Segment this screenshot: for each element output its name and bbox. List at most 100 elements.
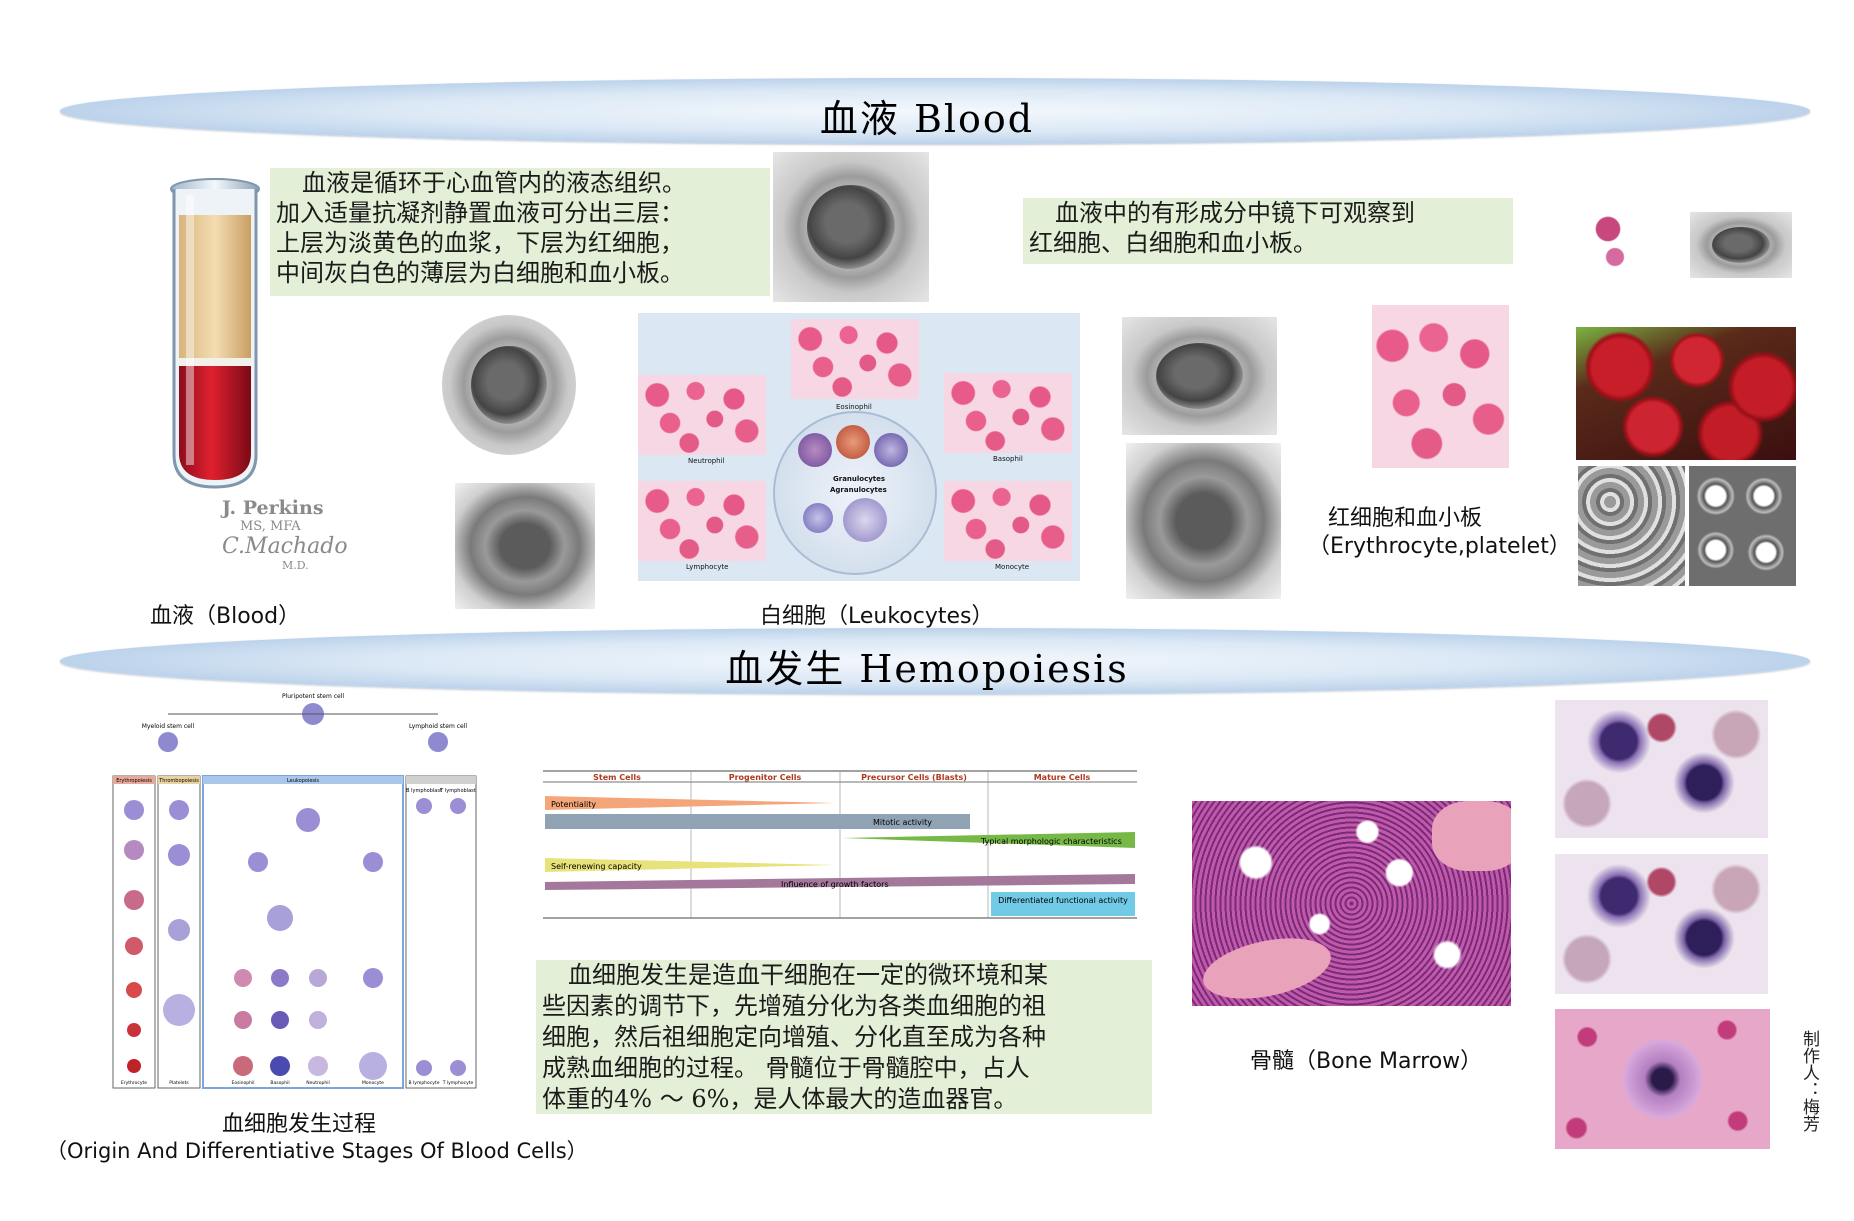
bottom-label: Platelets: [169, 1080, 189, 1086]
cell-blob: [843, 498, 887, 542]
cell-blob: [836, 425, 870, 459]
caption-bone-marrow: 骨髓（Bone Marrow）: [1250, 1049, 1483, 1074]
formed-text-line: 红细胞、白细胞和血小板。: [1029, 229, 1317, 257]
bottom-label: T lymphocyte: [442, 1080, 474, 1086]
bar-potentiality: [545, 796, 835, 810]
bar-label: Differentiated functional activity: [998, 896, 1128, 905]
granulocyte-circle: [773, 411, 937, 575]
caption-erythrocyte-en: （Erythrocyte,platelet）: [1308, 534, 1571, 559]
cell-blob: [874, 433, 908, 467]
bar-label: Potentiality: [551, 800, 596, 809]
bottom-label: B lymphocyte: [409, 1080, 440, 1086]
hematopoiesis-lineage-diagram: Pluripotent stem cell Myeloid stem cell …: [108, 690, 480, 1094]
blood-text-line: 血液是循环于心血管内的液态组织。: [302, 169, 686, 197]
smear-image: [791, 319, 919, 399]
blood-tube-illustration: [160, 175, 270, 495]
bottom-label: Eosinophil: [231, 1080, 254, 1086]
sem-image: [1578, 466, 1685, 586]
em-cell-image: [1122, 317, 1277, 435]
cell-blob: [798, 433, 832, 467]
em-cell-image: [1126, 443, 1281, 599]
marrow-cells-image: [1555, 854, 1768, 994]
banner-blood: [60, 78, 1810, 144]
bar-growth-factors: [545, 874, 1135, 890]
bottom-label: Monocyte: [362, 1080, 384, 1086]
bar-self-renewing: [545, 858, 835, 872]
smear-image: [944, 481, 1072, 561]
em-cell-image: [773, 152, 929, 302]
label-lymphoid: Lymphoid stem cell: [409, 723, 467, 730]
column-label: Erythropoiesis: [116, 778, 152, 784]
bar-label: Typical morphologic characteristics: [980, 837, 1122, 846]
blood-text-line: 中间灰白色的薄层为白细胞和血小板。: [276, 259, 684, 287]
formed-text-line: 血液中的有形成分中镜下可观察到: [1055, 199, 1415, 227]
sem-rbc-image: [1689, 466, 1796, 586]
caption-blood: 血液（Blood）: [150, 604, 301, 629]
signature-degree: MS, MFA: [240, 519, 301, 534]
blood-text-line: 上层为淡黄色的血浆，下层为红细胞，: [276, 229, 684, 257]
marrow-cells-image: [1555, 700, 1768, 838]
signature-name2: C.Machado: [222, 534, 348, 559]
artist-signature: J. Perkins MS, MFA C.Machado M.D.: [222, 497, 348, 572]
blood-text-line: 加入适量抗凝剂静置血液可分出三层：: [276, 199, 684, 227]
blood-description: 血液是循环于心血管内的液态组织。 加入适量抗凝剂静置血液可分出三层： 上层为淡黄…: [270, 168, 770, 296]
bar-mitotic: [545, 814, 970, 829]
bar-morphology: [843, 832, 1135, 848]
author-credit: 制作人：梅芳: [1799, 1030, 1819, 1132]
header-precursor: Precursor Cells (Blasts): [861, 773, 967, 782]
banner-hemopoiesis: [60, 628, 1810, 694]
caption-origin-en: （Origin And Differentiative Stages Of Bl…: [46, 1139, 588, 1163]
caption-erythrocyte-cn: 红细胞和血小板: [1328, 506, 1483, 531]
smear-image: [638, 375, 766, 455]
erythrocyte-smear-image: [1372, 305, 1509, 468]
bone-trabecula: [1197, 928, 1337, 1006]
hemo-text-line: 成熟血细胞的过程。 骨髓位于骨髓腔中，占人: [542, 1054, 1030, 1082]
bottom-label: Neutrophil: [306, 1080, 329, 1086]
signature-name: J. Perkins: [222, 497, 324, 519]
em-platelet-image: [1690, 212, 1792, 278]
bottom-label: Erythrocyte: [121, 1080, 147, 1086]
cell-blob: [803, 503, 833, 533]
rbc-3d-image: [1576, 327, 1796, 460]
hemopoiesis-description: 血细胞发生是造血干细胞在一定的微环境和某 些因素的调节下，先增殖分化为各类血细胞…: [536, 960, 1152, 1114]
label-myeloid: Myeloid stem cell: [142, 723, 195, 730]
hemo-text-line: 细胞，然后祖细胞定向增殖、分化直至成为各种: [542, 1023, 1046, 1051]
bar-label: Influence of growth factors: [781, 880, 889, 889]
label-granulocytes: Granulocytes: [833, 475, 886, 483]
signature-degree2: M.D.: [282, 559, 309, 572]
bar-label: Mitotic activity: [873, 818, 932, 827]
header-stem-cells: Stem Cells: [593, 773, 641, 782]
bar-differentiated: [991, 892, 1135, 916]
label-agranulocytes: Agranulocytes: [830, 486, 887, 494]
hemo-text-line: 体重的4% ～ 6%，是人体最大的造血器官。: [542, 1085, 1018, 1113]
bone-trabecula: [1432, 801, 1511, 871]
header-progenitor: Progenitor Cells: [729, 773, 802, 782]
smear-image: [638, 481, 766, 561]
label-lymphocyte: Lymphocyte: [686, 563, 729, 571]
em-cell-image: [442, 315, 576, 455]
caption-leukocytes: 白细胞（Leukocytes）: [760, 604, 994, 629]
column-label: B lymphoblast: [406, 788, 442, 794]
header-mature: Mature Cells: [1034, 773, 1091, 782]
stage-characteristics-chart: Stem Cells Progenitor Cells Precursor Ce…: [543, 770, 1137, 920]
label-pluripotent: Pluripotent stem cell: [282, 693, 344, 700]
megakaryocyte-image: [1555, 1009, 1770, 1149]
bone-marrow-image: [1192, 801, 1511, 1006]
hemo-text-line: 血细胞发生是造血干细胞在一定的微环境和某: [568, 961, 1048, 989]
label-basophil: Basophil: [993, 455, 1023, 463]
column-label: Thrombopoiesis: [158, 778, 199, 784]
smear-image: [944, 373, 1072, 453]
column-label: Leukopoiesis: [287, 778, 319, 784]
label-eosinophil: Eosinophil: [836, 403, 872, 411]
label-monocyte: Monocyte: [995, 563, 1030, 571]
leukocyte-panel: Eosinophil Neutrophil Basophil Granulocy…: [638, 313, 1080, 581]
column-label: T lymphoblast: [439, 788, 475, 794]
bar-label: Self-renewing capacity: [551, 862, 642, 871]
em-cell-image: [455, 483, 595, 609]
bottom-label: Basophil: [270, 1080, 289, 1086]
section-title-blood: 血液 Blood: [819, 97, 1035, 141]
hemo-text-line: 些因素的调节下，先增殖分化为各类血细胞的祖: [542, 992, 1046, 1020]
caption-origin-cn: 血细胞发生过程: [222, 1112, 377, 1137]
formed-elements-description: 血液中的有形成分中镜下可观察到 红细胞、白细胞和血小板。: [1023, 198, 1513, 264]
label-neutrophil: Neutrophil: [688, 457, 725, 465]
